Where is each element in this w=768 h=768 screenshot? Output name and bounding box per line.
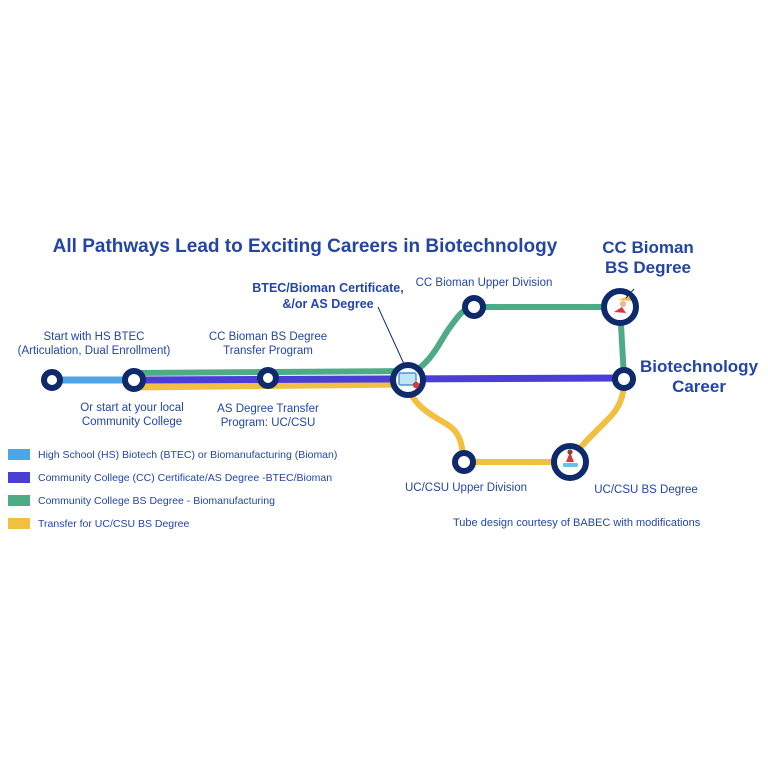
cc-bs-pointer [625, 288, 635, 299]
cc-bs-line-upper [406, 304, 627, 379]
station-cc-upper [462, 295, 486, 319]
certificate-icon [398, 372, 420, 389]
legend-swatch-cc-bs [8, 495, 30, 506]
label-hs-start: Start with HS BTEC(Articulation, Dual En… [17, 331, 171, 357]
station-cc-bs-transfer [257, 367, 279, 389]
station-cc-bs-degree [601, 288, 639, 326]
station-career [612, 367, 636, 391]
legend-swatch-hs [8, 449, 30, 460]
legend-swatch-transfer [8, 518, 30, 529]
station-cc-start [122, 368, 146, 392]
diploma-icon [563, 449, 578, 467]
legend-item-cc-bs: Community College BS Degree - Biomanufac… [8, 489, 337, 512]
graduate-icon [614, 296, 631, 313]
station-hs-start [41, 369, 63, 391]
cc-cert-line-main [133, 374, 625, 384]
station-uc-upper [452, 450, 476, 474]
legend-item-cc-cert: Community College (CC) Certificate/AS De… [8, 466, 337, 489]
legend-item-hs: High School (HS) Biotech (BTEC) or Bioma… [8, 443, 337, 466]
legend-item-transfer: Transfer for UC/CSU BS Degree [8, 512, 337, 535]
transfer-line-lower [405, 379, 627, 465]
label-uc-upper: UC/CSU Upper Division [404, 482, 528, 494]
label-certificate: BTEC/Bioman Certificate,&/or AS Degree [252, 281, 404, 311]
certificate-pointer [377, 306, 405, 365]
legend-label-cc-cert: Community College (CC) Certificate/AS De… [38, 471, 333, 484]
diagram-title: All Pathways Lead to Exciting Careers in… [52, 236, 558, 257]
legend-label-cc-bs: Community College BS Degree - Biomanufac… [38, 494, 275, 507]
legend-label-transfer: Transfer for UC/CSU BS Degree [38, 517, 190, 530]
credit-note: Tube design courtesy of BABEC with modif… [453, 517, 701, 529]
legend: High School (HS) Biotech (BTEC) or Bioma… [8, 443, 337, 535]
legend-label-hs: High School (HS) Biotech (BTEC) or Bioma… [38, 448, 338, 461]
label-cc-upper: CC Bioman Upper Division [415, 277, 553, 289]
label-uc-bs: UC/CSU BS Degree [594, 484, 698, 496]
legend-swatch-cc-cert [8, 472, 30, 483]
